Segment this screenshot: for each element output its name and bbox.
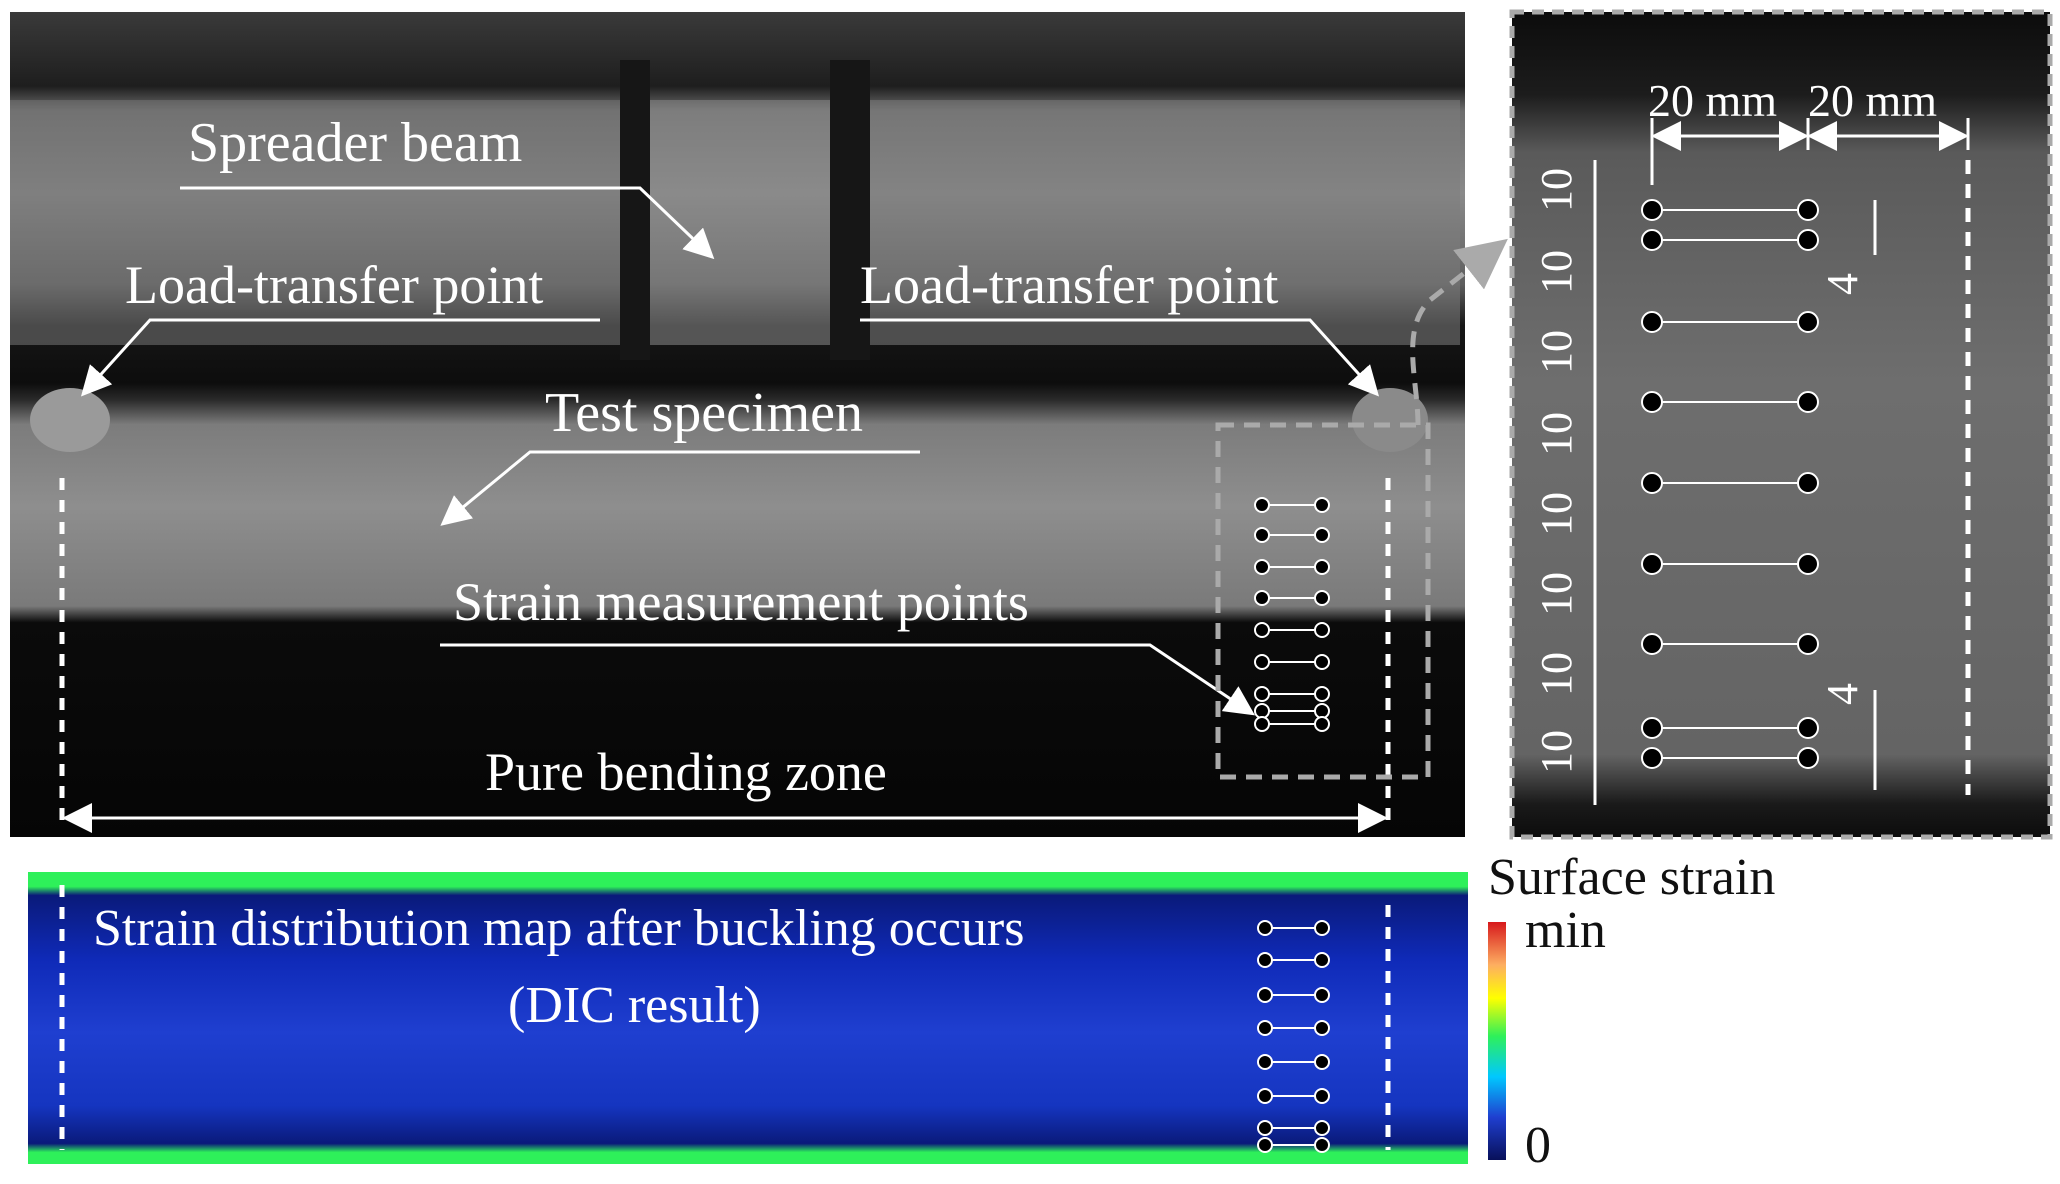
zoom-point: [1641, 717, 1663, 739]
zoom-dimensions: [1593, 118, 1971, 805]
gap-bottom-label: 4: [1818, 683, 1867, 705]
zoom-point: [1797, 717, 1819, 739]
dic-point: [1257, 987, 1273, 1003]
strain-points-leader: [440, 643, 1255, 716]
specimen-leader: [440, 450, 920, 526]
main-point: [1254, 716, 1270, 732]
zoom-point: [1797, 747, 1819, 769]
main-point: [1314, 527, 1330, 543]
zoom-point: [1797, 199, 1819, 221]
zoom-point: [1641, 553, 1663, 575]
vertical-spacing-label: 10: [1532, 730, 1581, 774]
main-point: [1314, 622, 1330, 638]
dic-point: [1257, 1020, 1273, 1036]
main-point: [1314, 703, 1330, 719]
spreader-beam-leader: [180, 186, 715, 260]
main-point: [1314, 497, 1330, 513]
pure-bending-dimension: [59, 478, 1391, 833]
main-point: [1314, 686, 1330, 702]
dic-title-line2: (DIC result): [508, 977, 761, 1034]
zoom-point: [1797, 229, 1819, 251]
main-point: [1254, 527, 1270, 543]
gap-top-label: 4: [1818, 273, 1867, 295]
width-left-label: 20 mm: [1648, 75, 1778, 126]
load-transfer-left-label: Load-transfer point: [125, 255, 544, 315]
zoom-point: [1797, 553, 1819, 575]
strain-points-label: Strain measurement points: [453, 572, 1029, 632]
main-point: [1254, 497, 1270, 513]
dic-point: [1314, 1020, 1330, 1036]
width-right-label: 20 mm: [1808, 75, 1938, 126]
zoom-point: [1641, 472, 1663, 494]
dic-title-line1: Strain distribution map after buckling o…: [93, 900, 1025, 957]
dic-strain-map: [28, 872, 1468, 1164]
dic-point: [1257, 1054, 1273, 1070]
vertical-spacing-label: 10: [1532, 168, 1581, 212]
vertical-spacing-label: 10: [1532, 492, 1581, 536]
zoom-point: [1797, 633, 1819, 655]
left-roller: [30, 388, 110, 452]
zoom-point: [1641, 391, 1663, 413]
zoom-point: [1641, 747, 1663, 769]
vertical-spacing-label: 10: [1532, 572, 1581, 616]
pure-bending-label: Pure bending zone: [485, 742, 887, 802]
main-point: [1314, 559, 1330, 575]
zoom-region-box: [1215, 422, 1431, 780]
load-transfer-right-label: Load-transfer point: [860, 255, 1279, 315]
dic-point: [1314, 1054, 1330, 1070]
colorbar: [1488, 922, 1506, 1160]
dic-point: [1314, 920, 1330, 936]
main-measurement-points: [1254, 497, 1330, 732]
dic-point: [1257, 1120, 1273, 1136]
main-point: [1314, 590, 1330, 606]
colorbar-max-label: min: [1525, 902, 1606, 959]
right-roller: [1352, 388, 1428, 452]
dic-point: [1314, 987, 1330, 1003]
dic-point: [1257, 1088, 1273, 1104]
dic-point: [1257, 920, 1273, 936]
main-point: [1254, 622, 1270, 638]
zoom-point: [1641, 199, 1663, 221]
dic-measurement-points: [1257, 920, 1330, 1153]
main-point: [1254, 654, 1270, 670]
zoom-point: [1641, 311, 1663, 333]
dic-point: [1314, 952, 1330, 968]
zoom-measurement-points: [1641, 199, 1819, 769]
dic-point: [1314, 1120, 1330, 1136]
dic-point: [1257, 1137, 1273, 1153]
zoom-point: [1797, 311, 1819, 333]
vertical-spacing-label: 10: [1532, 250, 1581, 294]
spreader-beam-label: Spreader beam: [188, 112, 523, 174]
test-specimen-label: Test specimen: [545, 382, 863, 444]
zoom-point: [1641, 633, 1663, 655]
colorbar-title: Surface strain: [1488, 849, 1776, 906]
colorbar-min-label: 0: [1525, 1117, 1551, 1174]
load-left-leader: [80, 318, 600, 397]
main-point: [1254, 686, 1270, 702]
dic-point: [1314, 1088, 1330, 1104]
vertical-spacing-label: 10: [1532, 412, 1581, 456]
zoom-point: [1797, 472, 1819, 494]
dic-point: [1314, 1137, 1330, 1153]
spreader-beam-shape: [10, 60, 1460, 360]
zoom-panel-border: [1509, 9, 2053, 840]
main-point: [1254, 703, 1270, 719]
zoom-point: [1797, 391, 1819, 413]
main-point: [1254, 590, 1270, 606]
load-right-leader: [860, 318, 1380, 397]
main-point: [1314, 654, 1330, 670]
dic-point: [1257, 952, 1273, 968]
main-point: [1254, 559, 1270, 575]
vertical-spacing-label: 10: [1532, 652, 1581, 696]
vertical-spacing-label: 10: [1532, 330, 1581, 374]
zoom-point: [1641, 229, 1663, 251]
main-point: [1314, 716, 1330, 732]
